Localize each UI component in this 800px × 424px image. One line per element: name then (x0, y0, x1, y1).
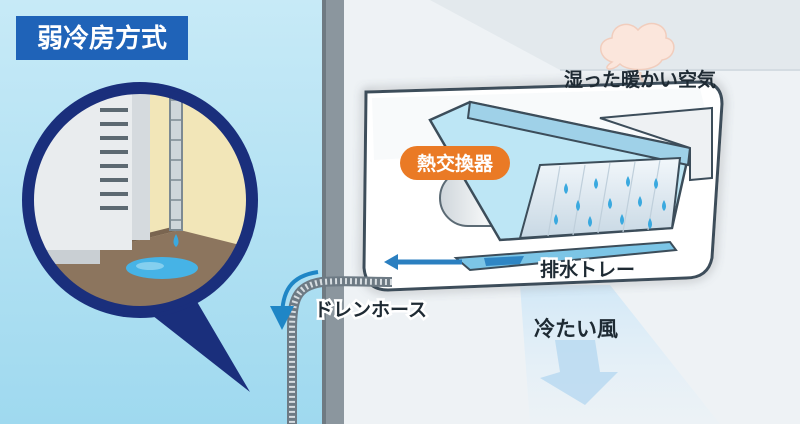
condensation-droplets (554, 176, 666, 229)
heat-exchanger-label: 熱交換器 (417, 152, 494, 175)
title-badge (16, 16, 188, 60)
magnified-outdoor-view (22, 82, 258, 392)
cold-air-arrow (540, 340, 618, 405)
exterior-wall (322, 0, 344, 424)
heat-exchanger (428, 100, 713, 242)
drain-tray-label: 排水トレー (540, 258, 635, 281)
humid-air-cloud-icon (600, 22, 675, 71)
drain-tray (453, 240, 678, 272)
hose-flow-arrow (270, 270, 319, 330)
cold-air-label: 冷たい風 (534, 317, 618, 341)
diagram-title: 弱冷房方式 (37, 23, 167, 54)
humid-air-label: 湿った暖かい空気 (564, 68, 716, 91)
drain-hose-label: ドレンホース (314, 299, 427, 321)
wall-edge (322, 0, 326, 424)
heat-exchanger-badge (400, 146, 510, 180)
